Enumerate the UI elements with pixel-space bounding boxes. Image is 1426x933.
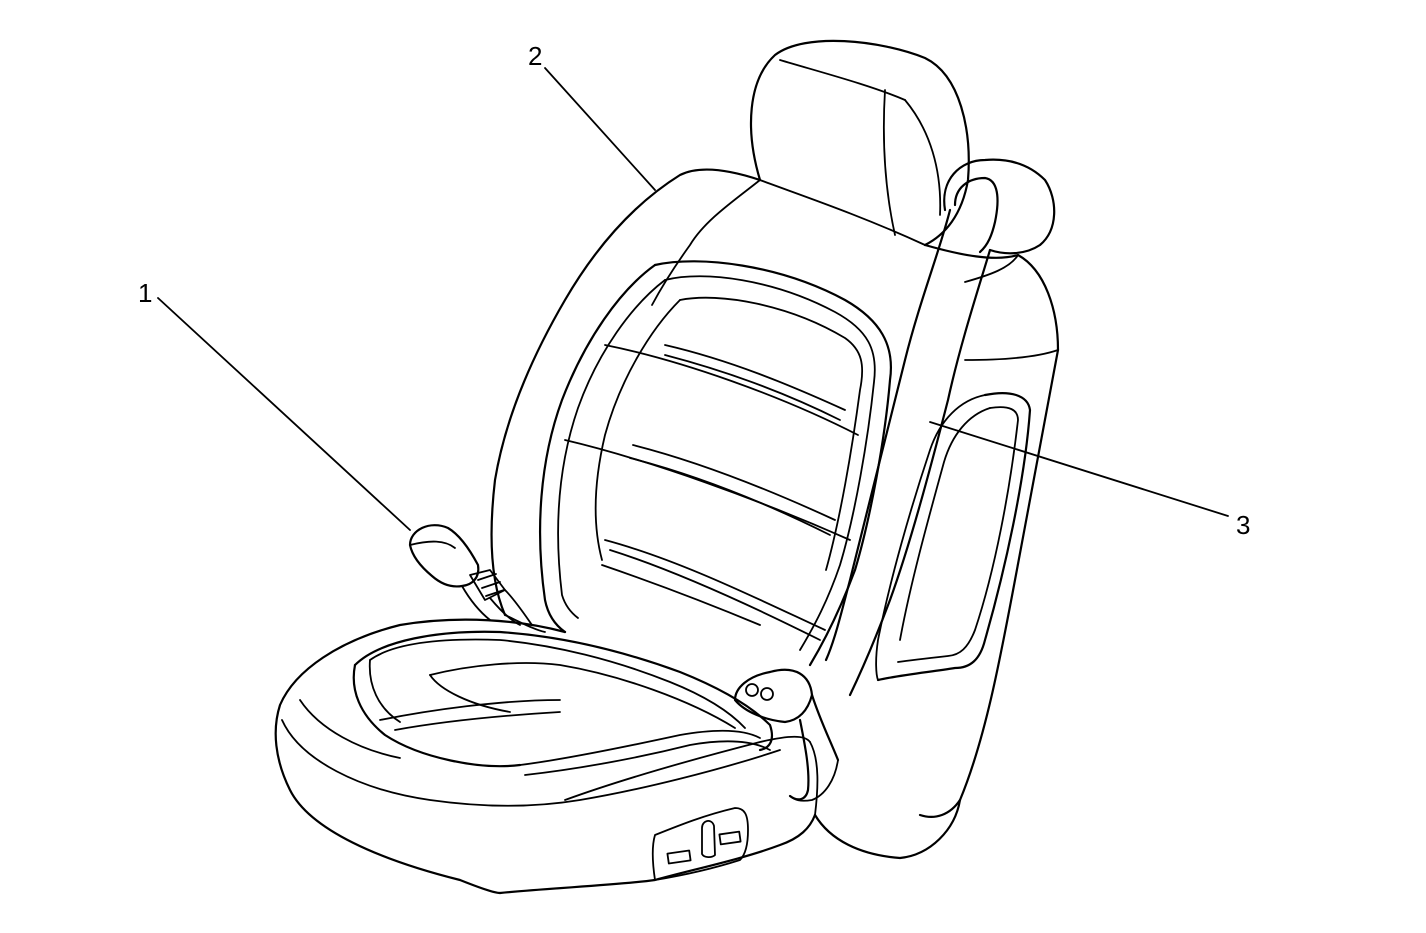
seat-belt [733, 158, 1056, 802]
leader-line-1 [157, 297, 411, 531]
seatback [490, 168, 1060, 818]
leader-line-2 [544, 67, 656, 191]
headrest [749, 39, 970, 247]
leader-line-3 [929, 421, 1229, 517]
callout-label-2: 2 [528, 41, 542, 71]
seat-cushion [274, 618, 962, 895]
seat-belt-buckle [408, 524, 533, 626]
callout-label-3: 3 [1236, 510, 1250, 540]
callout-leaders [157, 67, 1229, 531]
seat-adjuster-switch [651, 807, 749, 881]
callout-label-1: 1 [138, 278, 152, 308]
